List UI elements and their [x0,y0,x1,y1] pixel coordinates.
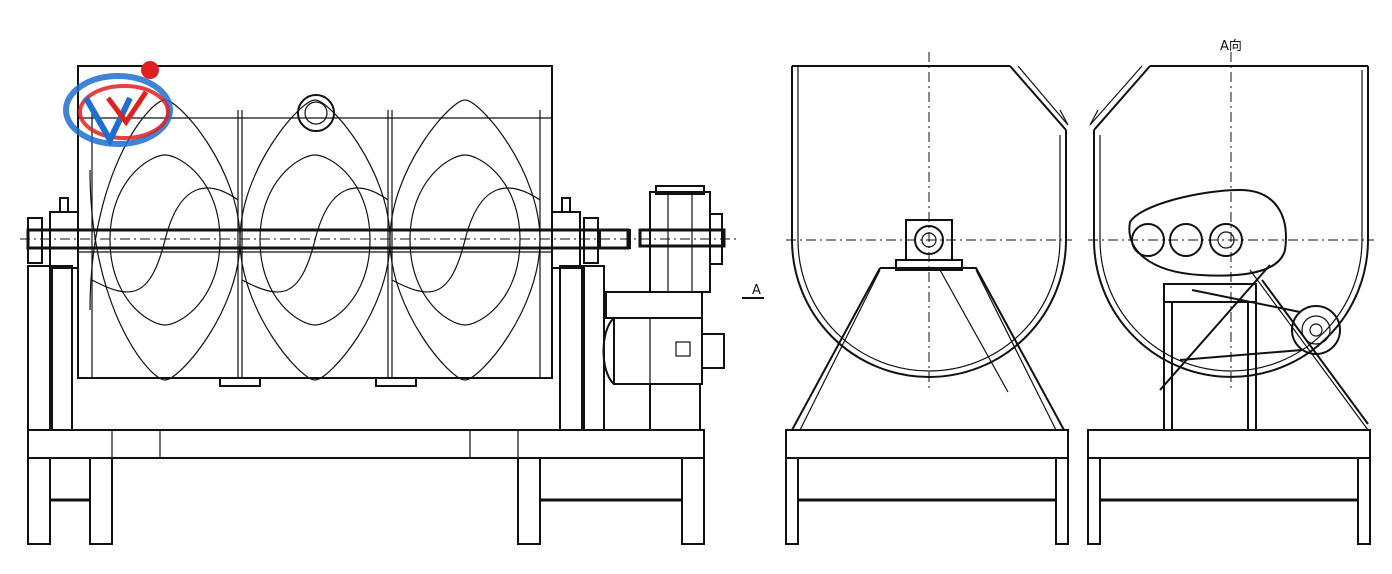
base-frame [27,429,705,545]
section-label: A [752,283,761,298]
drum-body [77,65,553,379]
motor [602,317,725,385]
ribbon-spiral [89,99,541,381]
side-view [785,52,1072,545]
reducer-housing [1128,188,1287,277]
company-logo [63,61,173,147]
view-title: A向 [1220,38,1242,54]
front-view: A [20,65,764,545]
view-a: A向 [1087,38,1374,545]
